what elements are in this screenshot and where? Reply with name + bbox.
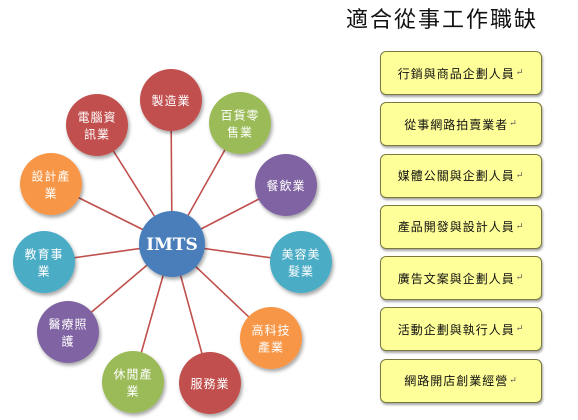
page-title: 適合從事工作職缺: [346, 8, 539, 33]
industry-label: 製造業: [151, 94, 190, 108]
industry-hub-diagram: 製造業百貨零售業餐飲業美容美髮業高科技產業服務業休閒產業醫療照護教育事業設計產業…: [13, 69, 332, 414]
industry-circle: [37, 301, 99, 363]
industry-node: 餐飲業: [255, 154, 317, 216]
industry-label: 設計產: [31, 169, 70, 184]
industry-circle: [140, 69, 202, 131]
job-item: 產品開發與設計人員: [380, 204, 542, 249]
industry-circle: [13, 231, 75, 293]
industry-label: 高科技: [251, 323, 290, 338]
job-item: 活動企劃與執行人員: [380, 307, 542, 352]
industry-label: 美容美: [281, 247, 320, 262]
industry-label: 業: [126, 385, 139, 399]
industry-circle: [102, 351, 164, 413]
industry-circle: [20, 153, 82, 215]
industry-nodes: 製造業百貨零售業餐飲業美容美髮業高科技產業服務業休閒產業醫療照護教育事業設計產業…: [13, 69, 332, 414]
industry-label: 售業: [227, 125, 253, 140]
industry-label: 訊業: [84, 127, 110, 142]
industry-circle: [209, 92, 271, 154]
hub-circle: [139, 211, 205, 277]
industry-circle: [240, 307, 302, 369]
industry-label: 百貨零: [220, 108, 259, 123]
industry-label: 護: [61, 334, 74, 349]
industry-label: 休閒產: [113, 367, 152, 382]
job-list: 行銷與商品企劃人員從事網路拍賣業者媒體公關與企劃人員產品開發與設計人員廣告文案與…: [380, 51, 542, 410]
industry-label: 業: [44, 187, 57, 201]
industry-circle: [66, 94, 128, 156]
industry-circle: [179, 352, 241, 414]
hub-label: IMTS: [146, 235, 198, 255]
industry-label: 服務業: [190, 377, 229, 391]
industry-label: 電腦資: [77, 110, 116, 125]
job-item: 從事網路拍賣業者: [380, 102, 542, 147]
industry-label: 餐飲業: [266, 178, 305, 193]
industry-label: 業: [37, 265, 50, 279]
job-item: 廣告文案與企劃人員: [380, 256, 542, 301]
job-item: 網路開店創業經營: [380, 358, 542, 403]
industry-node: 服務業: [179, 352, 241, 414]
industry-label: 髮業: [288, 265, 314, 279]
industry-label: 教育事: [24, 247, 63, 262]
job-item: 行銷與商品企劃人員: [380, 51, 542, 95]
industry-node: 製造業: [140, 69, 202, 131]
job-item: 媒體公關與企劃人員: [380, 153, 542, 198]
industry-label: 醫療照: [48, 318, 87, 332]
industry-circle: [255, 154, 317, 216]
hub-node: IMTS: [139, 211, 205, 277]
industry-circle: [270, 231, 332, 293]
industry-label: 產業: [258, 340, 284, 355]
